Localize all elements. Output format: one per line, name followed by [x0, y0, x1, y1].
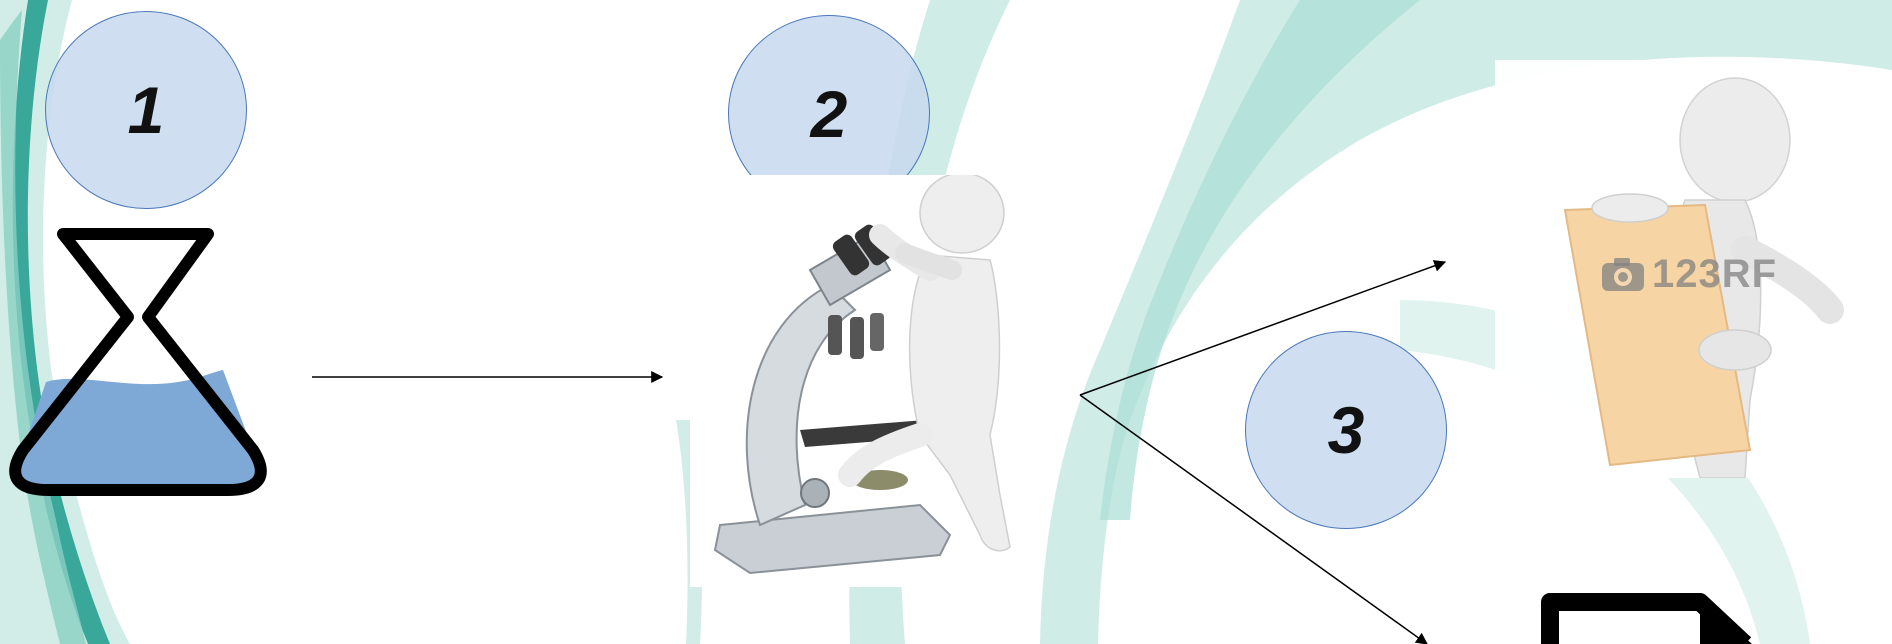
scientist-microscope-illustration [690, 175, 1025, 587]
watermark-text: 123RF [1652, 252, 1777, 297]
step-3-number: 3 [1328, 397, 1365, 463]
camera-icon [1600, 257, 1646, 293]
document-icon [1540, 590, 1840, 644]
flask-icon [8, 222, 268, 500]
step-1-number: 1 [128, 77, 165, 143]
step-2-number: 2 [811, 81, 848, 147]
step-3-circle: 3 [1245, 331, 1447, 529]
step-1-circle: 1 [45, 11, 247, 209]
watermark: 123RF [1600, 252, 1777, 297]
